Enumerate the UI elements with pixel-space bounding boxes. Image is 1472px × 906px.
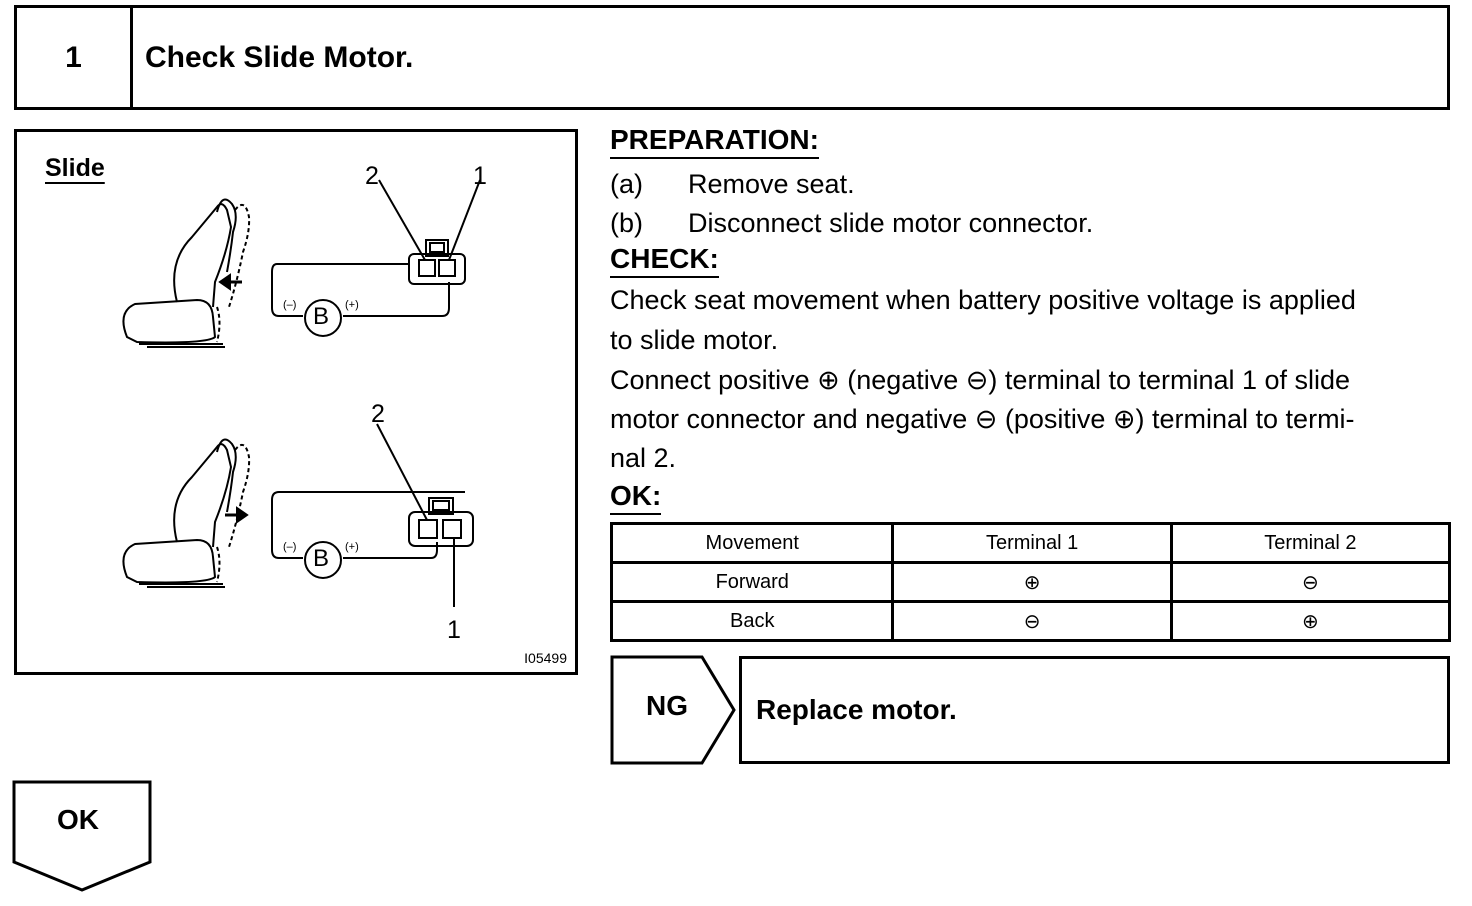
ok-flow-label: OK [57, 804, 99, 835]
check-heading: CHECK: [610, 243, 719, 278]
top-terminal-2-label: 2 [365, 162, 379, 190]
check-line-1: Check seat movement when battery positiv… [610, 285, 1356, 315]
figure-title: Slide [45, 154, 105, 182]
check-line-3: Connect positive ⊕ (negative ⊖) terminal… [610, 365, 1351, 395]
table-cell: ⊖ [1169, 561, 1452, 603]
top-terminal-1-label: 1 [473, 162, 487, 190]
pos-sign-top: (+) [345, 299, 359, 311]
table-row: Forward ⊕ ⊖ [609, 561, 1452, 603]
bottom-terminal-1-label: 1 [447, 616, 461, 644]
neg-sign-bottom: (–) [283, 541, 297, 553]
table-cell: Forward [609, 561, 895, 603]
step-title: Check Slide Motor. [145, 40, 414, 74]
neg-sign-top: (–) [283, 299, 297, 311]
table-header-cell: Terminal 2 [1169, 522, 1452, 564]
ng-result-box: Replace motor. [739, 656, 1450, 764]
step-number: 1 [17, 8, 133, 107]
ok-heading: OK: [610, 480, 662, 515]
battery-top-label: B [313, 303, 330, 330]
table-cell: ⊖ [891, 600, 1173, 642]
slide-motor-figure: Slide 2 1 2 1 B B (–) (+) (–) (+) I05499 [14, 129, 578, 675]
table-header-row: Movement Terminal 1 Terminal 2 [609, 522, 1452, 564]
preparation-heading: PREPARATION: [610, 124, 819, 159]
check-line-4: motor connector and negative ⊖ (positive… [610, 404, 1355, 434]
table-cell: Back [609, 600, 895, 642]
preparation-item-a: (a)Remove seat. [610, 169, 855, 199]
table-header-cell: Terminal 1 [891, 522, 1173, 564]
pos-sign-bottom: (+) [345, 541, 359, 553]
bottom-terminal-2-label: 2 [371, 400, 385, 428]
step-header: 1 Check Slide Motor. [14, 5, 1450, 110]
ok-table: Movement Terminal 1 Terminal 2 Forward ⊕… [609, 522, 1452, 642]
seat-top-icon [122, 198, 251, 348]
table-row: Back ⊖ ⊕ [609, 600, 1452, 642]
check-line-5: nal 2. [610, 443, 677, 473]
ng-arrow-shape [610, 655, 736, 765]
ng-label: NG [646, 690, 688, 721]
battery-bottom-label: B [313, 545, 330, 572]
wiring-diagram [122, 179, 481, 607]
table-cell: ⊕ [891, 561, 1173, 603]
table-cell: ⊕ [1169, 600, 1452, 642]
preparation-item-b: (b)Disconnect slide motor connector. [610, 208, 1094, 238]
ok-arrow-shape [12, 780, 152, 892]
figure-id: I05499 [524, 650, 567, 666]
ng-result-text: Replace motor. [756, 694, 957, 725]
check-line-2: to slide motor. [610, 325, 779, 355]
seat-bottom-icon [122, 438, 251, 588]
table-header-cell: Movement [609, 522, 895, 564]
